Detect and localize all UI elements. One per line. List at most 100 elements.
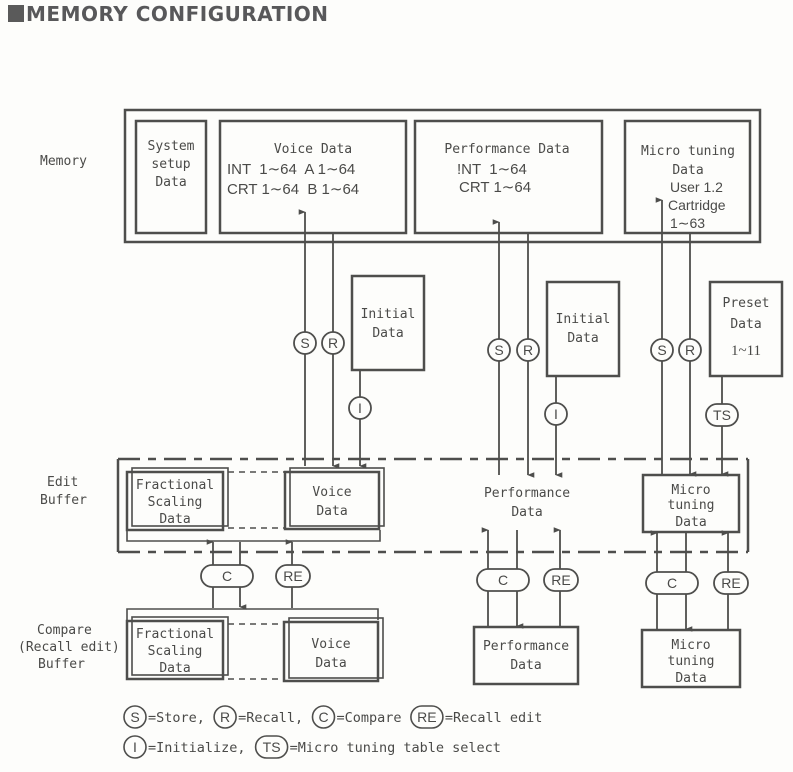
legend-symbol: R bbox=[220, 709, 230, 725]
legend-text: =Initialize, bbox=[148, 740, 246, 756]
preset-label-2: Data bbox=[730, 317, 761, 332]
legend-symbol: TS bbox=[263, 739, 281, 755]
preset-label-3: 1~11 bbox=[731, 343, 761, 359]
voice-memory-title: Voice Data bbox=[274, 142, 352, 157]
legend-line1-item-3: RE =Recall edit bbox=[410, 705, 543, 729]
legend-text: =Compare bbox=[337, 710, 402, 726]
compare-micro-label-3: Data bbox=[675, 671, 706, 686]
edit-voice-label-2: Data bbox=[316, 504, 347, 519]
micro-memory-line-4: Cartridge bbox=[668, 197, 726, 213]
svg-text:S: S bbox=[657, 342, 666, 358]
initial-performance-label-2: Data bbox=[567, 331, 598, 346]
edit-micro-label-1: Micro bbox=[671, 483, 710, 498]
initial-performance-box bbox=[545, 280, 621, 378]
legend-text: =Recall, bbox=[238, 710, 303, 726]
recall-edit-badge-performance: RE bbox=[543, 568, 579, 592]
recall-badge-micro: R bbox=[678, 338, 702, 362]
compare-micro-label-2: tuning bbox=[668, 654, 715, 669]
system-setup-label-2: setup bbox=[151, 157, 190, 172]
recall-edit-badge-micro: RE bbox=[713, 571, 749, 595]
edit-fractional-box bbox=[125, 470, 225, 532]
memory-frame bbox=[123, 108, 762, 244]
edit-performance-label-2: Data bbox=[511, 505, 542, 520]
svg-text:S: S bbox=[494, 342, 503, 358]
system-setup-label-1: System bbox=[148, 139, 195, 154]
title-text: MEMORY CONFIGURATION bbox=[26, 2, 329, 26]
legend-symbol-badge bbox=[213, 705, 237, 729]
compare-micro-label-1: Micro bbox=[671, 638, 710, 653]
store-badge-performance: S bbox=[487, 338, 511, 362]
legend-text: =Store, bbox=[148, 710, 205, 726]
legend-line1-item-1: R =Recall, bbox=[213, 705, 303, 729]
initial-voice-box bbox=[350, 274, 426, 372]
legend-line1-item-2: C =Compare bbox=[311, 705, 402, 729]
compare-badge-voice: C bbox=[200, 564, 254, 588]
compare-performance-box bbox=[472, 625, 580, 686]
svg-text:RE: RE bbox=[551, 572, 570, 588]
legend-line2-item-0: I =Initialize, bbox=[123, 735, 246, 759]
store-badge-voice: S bbox=[293, 331, 317, 355]
legend-symbol: RE bbox=[417, 709, 436, 725]
edit-micro-label-2: tuning bbox=[668, 498, 715, 513]
edit-fractional-label-2: Scaling bbox=[148, 495, 203, 510]
legend-symbol: I bbox=[133, 739, 137, 755]
legend-symbol-badge bbox=[123, 735, 147, 759]
compare-voice-label-2: Data bbox=[315, 656, 346, 671]
svg-text:I: I bbox=[554, 406, 558, 422]
svg-text:C: C bbox=[667, 575, 677, 591]
legend-text: =Recall edit bbox=[445, 710, 543, 726]
svg-text:I: I bbox=[358, 400, 362, 416]
svg-text:RE: RE bbox=[721, 575, 740, 591]
svg-text:R: R bbox=[328, 335, 338, 351]
performance-memory-box bbox=[413, 119, 604, 235]
system-setup-box bbox=[134, 119, 208, 235]
initialize-badge-voice: I bbox=[348, 396, 372, 420]
performance-memory-line-2: CRT 1∼64 bbox=[459, 179, 531, 196]
legend-symbol-badge bbox=[410, 705, 444, 729]
micro-memory-line-1: Micro tuning bbox=[641, 144, 735, 159]
legend: S =Store, R =Recall, C =Compare RE =Recall edit… bbox=[123, 705, 543, 759]
legend-symbol-badge bbox=[123, 705, 147, 729]
row-label-compare-3: Buffer bbox=[38, 657, 85, 672]
row-label-edit-buffer-2: Buffer bbox=[40, 493, 87, 508]
micro-memory-line-3: User 1.2 bbox=[670, 179, 723, 195]
compare-performance-label-1: Performance bbox=[483, 639, 569, 654]
svg-text:RE: RE bbox=[283, 568, 302, 584]
compare-fractional-label-1: Fractional bbox=[136, 627, 214, 642]
compare-voice-label-1: Voice bbox=[311, 637, 350, 652]
performance-memory-title: Performance Data bbox=[444, 142, 569, 157]
title-bullet-icon bbox=[8, 5, 24, 22]
row-label-memory: Memory bbox=[40, 154, 87, 169]
svg-text:S: S bbox=[300, 335, 309, 351]
preset-box bbox=[708, 280, 784, 378]
legend-symbol: S bbox=[130, 709, 139, 725]
edit-voice-label-1: Voice bbox=[312, 485, 351, 500]
micro-memory-box bbox=[623, 119, 752, 235]
edit-fractional-back bbox=[131, 467, 229, 527]
legend-line2-item-1: TS=Micro tuning table select bbox=[254, 735, 501, 759]
compare-fractional-label-2: Scaling bbox=[148, 644, 203, 659]
table-select-badge-micro: TS bbox=[705, 403, 739, 427]
micro-memory-line-5: 1∼63 bbox=[670, 215, 705, 231]
edit-micro-label-3: Data bbox=[675, 515, 706, 530]
edit-fractional-label-3: Data bbox=[159, 512, 190, 527]
svg-text:C: C bbox=[222, 568, 232, 584]
voice-memory-box bbox=[218, 119, 408, 235]
legend-symbol: C bbox=[318, 709, 328, 725]
voice-memory-line-2: CRT 1∼64 B 1∼64 bbox=[227, 181, 359, 198]
compare-voice-back bbox=[288, 617, 384, 679]
svg-text:R: R bbox=[523, 342, 533, 358]
store-badge-micro: S bbox=[650, 338, 674, 362]
compare-fractional-back bbox=[131, 616, 229, 676]
compare-fractional-box bbox=[125, 619, 225, 681]
row-label-edit-buffer-1: Edit bbox=[47, 475, 78, 490]
legend-symbol-badge bbox=[311, 705, 336, 729]
voice-memory-line-1: INT 1∼64 A 1∼64 bbox=[227, 161, 355, 178]
recall-badge-performance: R bbox=[516, 338, 540, 362]
system-setup-label-3: Data bbox=[155, 175, 186, 190]
compare-voice-box bbox=[282, 620, 380, 683]
edit-performance-label-1: Performance bbox=[484, 486, 570, 501]
legend-symbol-badge bbox=[254, 735, 289, 759]
edit-fractional-label-1: Fractional bbox=[136, 478, 214, 493]
